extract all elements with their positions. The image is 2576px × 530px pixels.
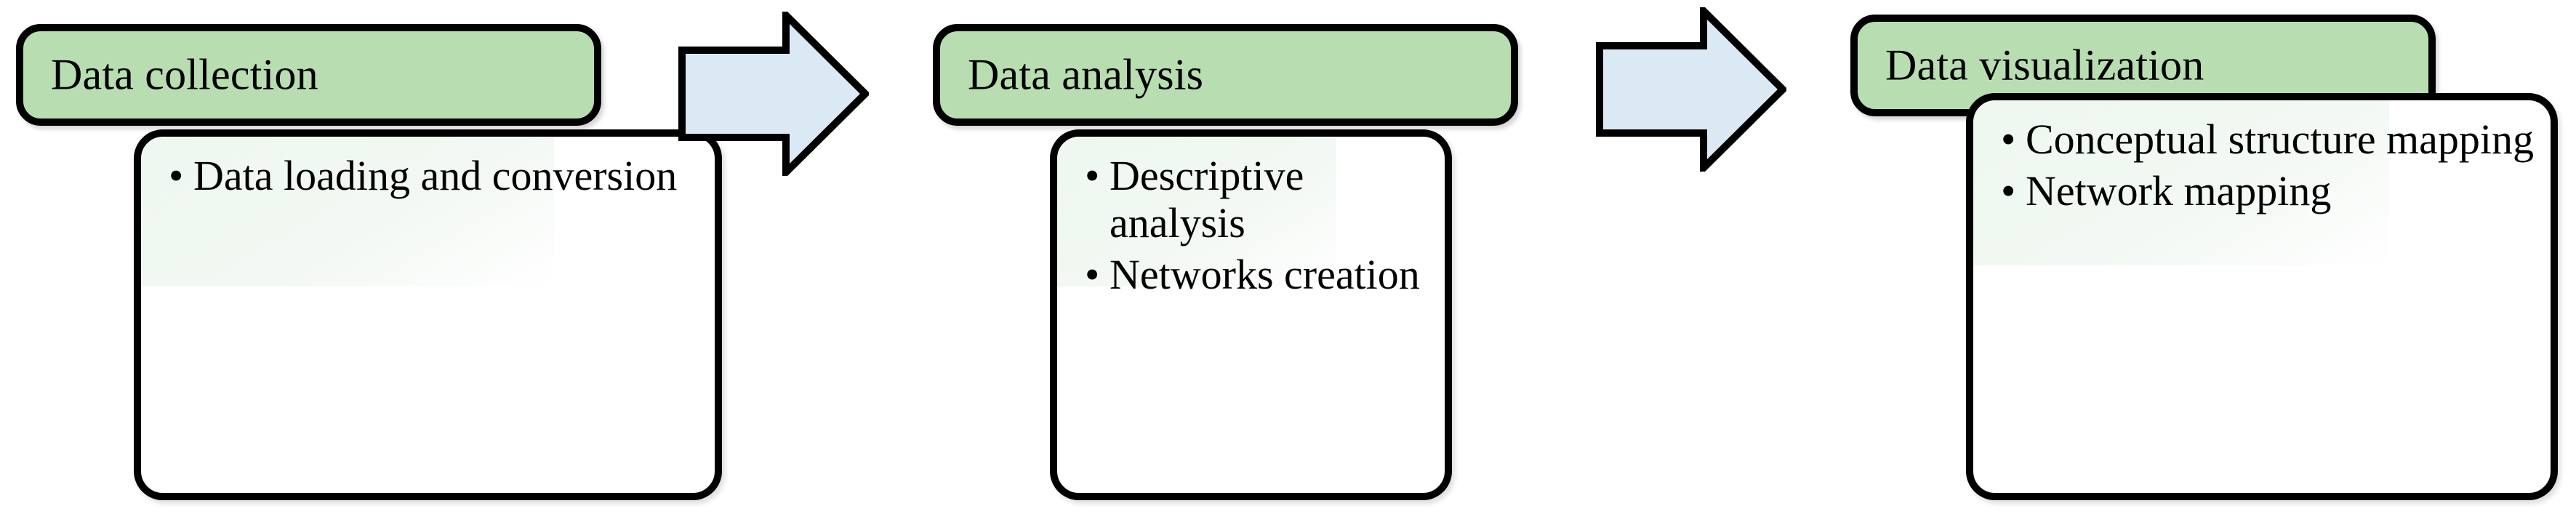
stage-body-box-data-collection[interactable]: •Data loading and conversion [134,129,722,500]
bullet-dot-icon: • [1085,250,1100,298]
bullet-label: Descriptive analysis [1110,152,1304,246]
bullet-item: •Networks creation [1080,250,1435,299]
stage-title-data-analysis: Data analysis [968,50,1204,99]
stage-title-data-visualization: Data visualization [1885,41,2204,89]
stage-header-box-data-collection[interactable]: Data collection [16,24,601,126]
bullet-label: Data loading and conversion [193,152,678,199]
stage-body-box-data-visualization[interactable]: •Conceptual structure mapping•Network ma… [1966,93,2558,500]
bullet-dot-icon: • [2001,166,2016,214]
bullet-list-data-analysis: •Descriptive analysis•Networks creation [1080,152,1435,303]
bullet-label: Networks creation [1110,250,1420,298]
bullet-dot-icon: • [1085,152,1100,199]
bullet-dot-icon: • [2001,116,2016,163]
stage-title-data-collection: Data collection [51,50,318,99]
arrow-collection-to-analysis [678,12,869,176]
bullet-item: •Data loading and conversion [164,152,705,200]
bullet-dot-icon: • [169,152,184,199]
bullet-item: •Conceptual structure mapping [1997,116,2540,164]
bullet-label: Conceptual structure mapping [2026,116,2535,163]
bullet-list-data-visualization: •Conceptual structure mapping•Network ma… [1997,116,2540,220]
stage-header-box-data-analysis[interactable]: Data analysis [933,24,1518,126]
bullet-item: •Network mapping [1997,166,2540,215]
arrow-shape [1596,7,1786,172]
stage-body-box-data-analysis[interactable]: •Descriptive analysis•Networks creation [1050,129,1452,500]
arrow-analysis-to-visualization [1596,7,1786,172]
arrow-shape [678,12,869,176]
bullet-list-data-collection: •Data loading and conversion [164,152,705,204]
bullet-label: Network mapping [2026,166,2332,214]
bullet-item: •Descriptive analysis [1080,152,1435,247]
